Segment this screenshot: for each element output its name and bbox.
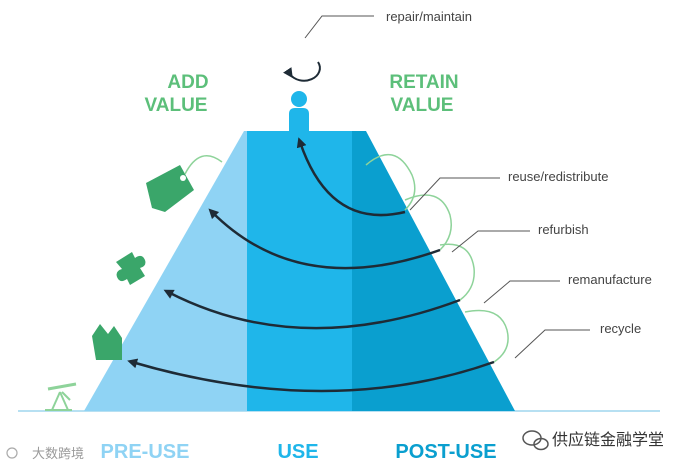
factory-icon [92, 324, 122, 360]
arrow-remanufacture [163, 289, 461, 330]
watermark-right: 供应链金融学堂 [522, 430, 664, 451]
pyramid-use [247, 131, 352, 411]
retain-value-line2: VALUE [391, 95, 454, 116]
label-reuse-redistribute: reuse/redistribute [508, 169, 608, 184]
return-arrows [127, 137, 495, 393]
add-value-line2: VALUE [145, 95, 208, 116]
loop-bumps [365, 153, 509, 363]
price-tag-icon [146, 154, 223, 212]
arrow-refurbish [208, 208, 441, 270]
arrow-recycle [127, 358, 495, 393]
puzzle-piece-icon [116, 252, 146, 285]
watermark-logo-icon [6, 447, 18, 459]
add-value-line1: ADD [167, 72, 208, 93]
person-icon [289, 91, 309, 131]
repair-cycle-icon [283, 61, 321, 82]
watermark-right-text: 供应链金融学堂 [552, 430, 664, 449]
label-repair-maintain: repair/maintain [386, 9, 472, 24]
label-refurbish: refurbish [538, 222, 589, 237]
watermark-left: 大数跨境 [6, 446, 84, 461]
retain-value-line1: RETAIN [389, 72, 458, 93]
wechat-icon [522, 430, 549, 451]
pyramid-post-use [352, 131, 515, 411]
phase-label-pre-use: PRE-USE [101, 441, 190, 463]
arrow-reuse [296, 137, 406, 217]
label-recycle: recycle [600, 321, 641, 336]
label-remanufacture: remanufacture [568, 272, 652, 287]
callout-lines [304, 15, 590, 359]
watermark-left-text: 大数跨境 [32, 446, 84, 461]
phase-label-use: USE [277, 441, 318, 463]
pyramid-pre-use [84, 131, 247, 411]
phase-label-post-use: POST-USE [395, 441, 496, 463]
oil-pump-icon [45, 382, 77, 411]
